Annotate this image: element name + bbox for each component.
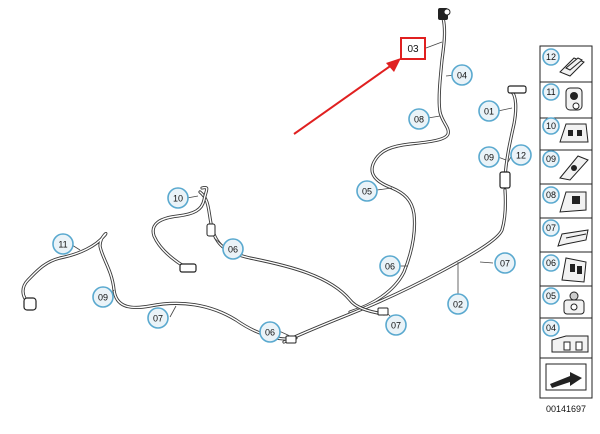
fitting-10-end [179,263,197,273]
highlight-box [400,37,426,60]
callout-05[interactable]: 05 [356,180,378,202]
svg-text:12: 12 [546,52,556,62]
callout-11[interactable]: 11 [52,233,74,255]
highlight-03: 03 [400,37,426,60]
callout-07-mid[interactable]: 07 [385,314,407,336]
svg-text:09: 09 [546,154,556,164]
callout-06-a[interactable]: 06 [222,238,244,260]
legend-item-07[interactable]: 07 [540,219,592,253]
callout-01[interactable]: 01 [478,100,500,122]
legend-nav-arrow[interactable] [545,363,587,391]
svg-text:05: 05 [362,186,372,196]
legend-item-09[interactable]: 09 [540,150,592,185]
svg-text:09: 09 [484,152,494,162]
clip-10-part [559,123,589,143]
callout-09-left[interactable]: 09 [92,286,114,308]
bracket-07-part [557,229,589,247]
fitting-01 [507,85,527,94]
diagram-number: 00141697 [546,404,586,414]
legend-item-06[interactable]: 06 [540,254,592,287]
svg-text:11: 11 [546,87,555,97]
svg-text:12: 12 [516,150,526,160]
svg-text:04: 04 [457,70,467,80]
svg-text:06: 06 [546,258,556,268]
legend-item-05[interactable]: 05 [540,287,592,319]
fitting-06-joint [377,307,389,316]
callout-06-c[interactable]: 06 [259,321,281,343]
fitting-12 [499,171,511,189]
callout-07-left[interactable]: 07 [147,307,169,329]
legend-item-04[interactable]: 04 [540,319,592,359]
highlight-label: 03 [407,44,419,55]
callouts: 04 08 01 09 12 05 10 06 11 06 07 09 02 0… [52,64,532,343]
svg-text:01: 01 [484,106,494,116]
callout-06-b[interactable]: 06 [379,255,401,277]
legend-item-12[interactable]: 12 [540,48,592,83]
callout-07-right[interactable]: 07 [494,252,516,274]
red-arrow [293,58,401,135]
svg-text:05: 05 [546,291,556,301]
fitting-11-end [23,297,37,311]
callout-12-right[interactable]: 12 [510,144,532,166]
parts-legend: 12 11 10 09 [539,45,593,399]
callout-02[interactable]: 02 [447,293,469,315]
svg-text:07: 07 [153,313,163,323]
legend-item-08[interactable]: 08 [540,186,592,219]
pipe-lines [21,16,518,344]
svg-text:10: 10 [173,193,183,203]
svg-text:02: 02 [453,299,463,309]
svg-text:08: 08 [546,190,556,200]
legend-item-10[interactable]: 10 [540,117,592,151]
callout-10[interactable]: 10 [167,187,189,209]
callout-04[interactable]: 04 [451,64,473,86]
callout-09-right[interactable]: 09 [478,146,500,168]
svg-text:06: 06 [385,261,395,271]
svg-text:08: 08 [414,114,424,124]
svg-text:07: 07 [500,258,510,268]
leader-lines [71,41,513,337]
svg-text:06: 06 [228,244,238,254]
fitting-06-clip [206,223,216,237]
fitting-07-joint [285,335,297,344]
svg-text:11: 11 [58,239,67,249]
svg-text:07: 07 [391,320,401,330]
svg-text:10: 10 [546,121,556,131]
svg-text:06: 06 [265,327,275,337]
legend-item-11[interactable]: 11 [540,83,592,119]
svg-text:09: 09 [98,292,108,302]
svg-text:04: 04 [546,323,556,333]
callout-08[interactable]: 08 [408,108,430,130]
arrow-right-icon [550,372,582,388]
fittings [23,8,527,344]
svg-text:07: 07 [546,223,556,233]
